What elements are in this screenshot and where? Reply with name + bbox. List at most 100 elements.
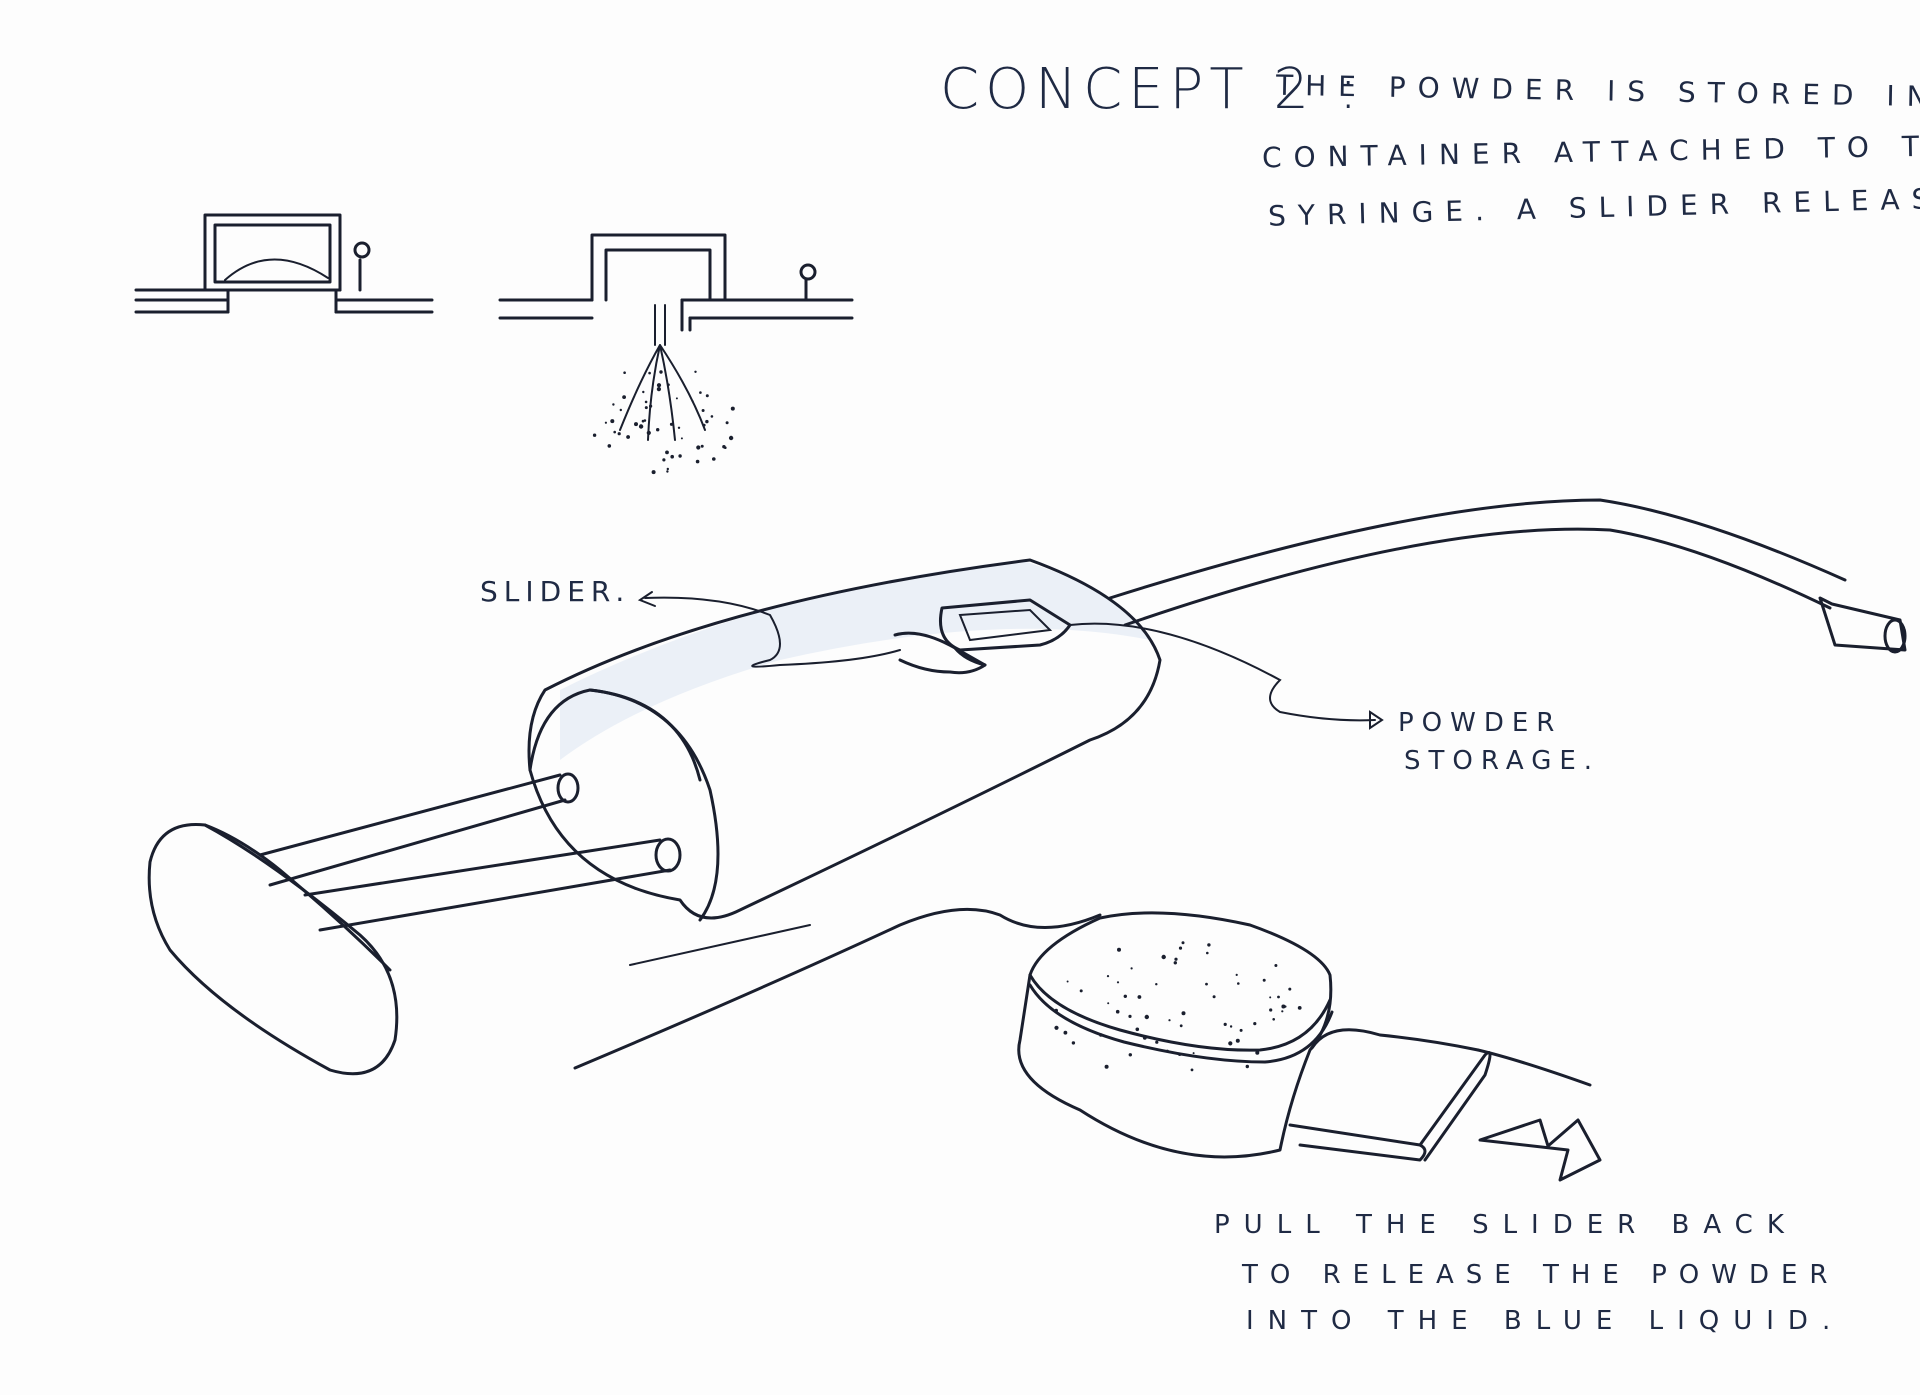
syringe-assembly [147,498,1907,1076]
powder-dot [1116,981,1120,984]
powder-dot [1206,951,1209,955]
powder-dot [1190,1068,1194,1072]
powder-dot [694,370,697,373]
powder-dot [644,400,648,404]
powder-dot [1161,954,1166,960]
powder-dot [699,391,702,394]
powder-dot [1212,995,1216,999]
powder-dot [666,467,669,471]
powder-dot [700,444,704,448]
powder-dot [1297,1006,1302,1010]
powder-dot [1281,1004,1286,1009]
powder-dot [666,470,669,473]
powder-dots-falling [592,370,735,475]
powder-dot [626,435,630,439]
powder-dot [1155,1040,1159,1044]
powder-dot [1173,961,1178,965]
usage-note-line-1: PULL THE SLIDER BACK [1214,1210,1798,1240]
powder-dot [1274,964,1278,967]
powder-dot [1104,1064,1109,1069]
powder-dot [1155,983,1158,986]
powder-dot [648,371,651,375]
powder-dot [1063,1030,1068,1035]
concept-title: CONCEPT 2 : [940,57,1364,122]
powder-dot [725,421,729,425]
powder-dot [665,450,669,455]
powder-dot [619,408,622,412]
pull-arrow-icon [1478,1118,1602,1182]
powder-dot [670,454,674,459]
powder-dot [1245,1064,1250,1069]
powder-dot [1079,989,1083,993]
powder-dot [1207,943,1211,947]
powder-dot [634,422,638,427]
section-closed [134,213,434,314]
powder-dot [1117,947,1121,952]
powder-dot [1178,1052,1182,1056]
powder-dot [705,394,709,398]
slider-label: SLIDER. [480,575,631,608]
powder-dot [1107,1002,1110,1005]
powder-storage-label-line-2: STORAGE. [1404,746,1601,776]
powder-dot [678,454,682,458]
powder-dot [1272,1018,1275,1021]
powder-dot [622,395,626,399]
powder-dot [677,426,681,429]
powder-dot [1106,975,1110,978]
powder-dot [705,419,709,424]
powder-dot [702,423,706,427]
usage-note-line-3: INTO THE BLUE LIQUID. [1246,1306,1845,1336]
powder-dot [656,383,662,388]
powder-dot [607,444,612,448]
powder-dot [617,432,621,436]
powder-dot [592,433,597,437]
powder-dot [1281,1010,1284,1013]
powder-dot [1144,1014,1150,1020]
powder-dot [1239,1028,1243,1032]
powder-dot [662,458,666,462]
powder-dot [1115,1009,1120,1014]
powder-dot [610,419,615,424]
powder-dot [1284,1005,1287,1008]
powder-dot [1066,980,1069,983]
powder-dot [1137,995,1142,999]
powder-dot [695,459,700,464]
powder-dot [1235,973,1238,977]
powder-dot [1135,1027,1140,1032]
powder-dot [656,387,662,392]
powder-dot [1229,1025,1233,1028]
powder-dot [612,403,615,406]
powder-dot [1237,982,1240,985]
powder-dot [1174,957,1178,961]
powder-dot [1166,1049,1169,1053]
powder-dot [1269,1008,1273,1012]
powder-dot [1262,978,1266,982]
powder-storage-label-line-1: POWDER [1398,708,1563,738]
powder-dot [642,390,645,394]
powder-dot [710,415,714,418]
powder-dot [1288,987,1292,991]
powder-dot [1168,1019,1171,1022]
powder-dot [656,428,660,432]
powder-dot [1054,1025,1059,1030]
powder-dot [1128,1014,1132,1019]
powder-dot [1205,982,1208,986]
powder-dot [1099,1033,1103,1037]
powder-dot [696,445,701,450]
powder-dot [1181,941,1185,945]
powder-dot [1179,1024,1183,1028]
powder-dot [712,457,716,461]
powder-dot [1269,996,1272,999]
powder-dot [623,371,626,375]
powder-dot [1123,994,1128,998]
usage-note-line-2: TO RELEASE THE POWDER [1242,1260,1840,1290]
powder-dot [675,397,678,400]
powder-dot [1071,1041,1076,1045]
powder-dot [641,419,645,423]
powder-dot [730,406,735,411]
powder-dot [638,424,644,429]
powder-dot [728,435,734,441]
powder-dot [1178,946,1183,950]
